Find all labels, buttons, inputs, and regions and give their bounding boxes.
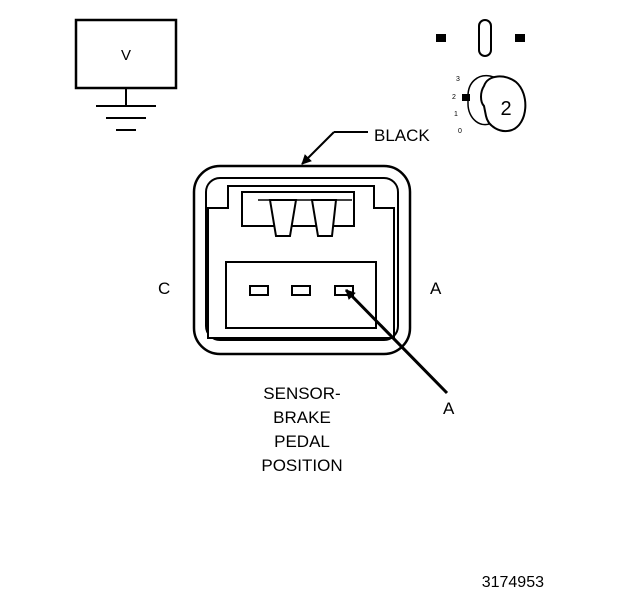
selector-position-3: 3 <box>456 76 460 83</box>
latch-icon <box>241 191 355 237</box>
connector-body <box>192 164 412 356</box>
terminal-c <box>249 285 269 296</box>
title-line-3: PEDAL <box>274 432 330 451</box>
rotary-selector-icon: 3 2 1 0 2 <box>452 74 527 135</box>
figure-number: 3174953 <box>482 574 544 591</box>
voltmeter-symbol: V <box>74 18 178 131</box>
selector-position-0: 0 <box>458 128 462 135</box>
title-line-2: BRAKE <box>273 408 331 427</box>
title-line-1: SENSOR- <box>263 384 340 403</box>
pin-c-label: C <box>158 279 170 298</box>
selector-selected-value: 2 <box>500 98 511 120</box>
pin-contact-icon <box>436 19 525 57</box>
terminal-b <box>291 285 311 296</box>
selector-position-2: 2 <box>452 94 456 101</box>
wire-color-callout: BLACK <box>301 126 430 165</box>
ground-icon <box>96 105 156 131</box>
selector-position-1: 1 <box>454 111 458 118</box>
terminal-pointer: A <box>344 288 455 418</box>
wire-color-label: BLACK <box>374 126 430 145</box>
component-title: SENSOR- BRAKE PEDAL POSITION <box>261 384 342 475</box>
title-line-4: POSITION <box>261 456 342 475</box>
pointer-label: A <box>443 399 455 418</box>
pin-a-label: A <box>430 279 442 298</box>
voltmeter-label: V <box>121 47 131 64</box>
